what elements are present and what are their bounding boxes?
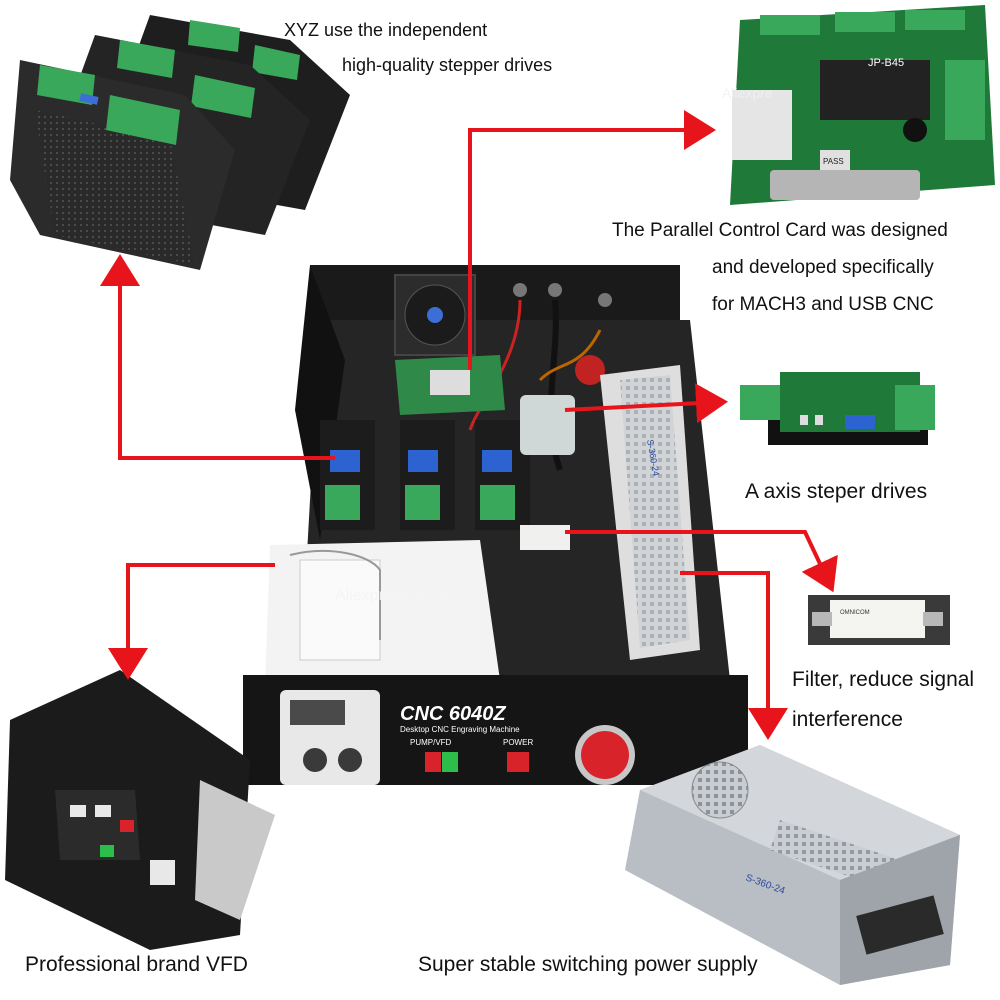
- arrow-to-power-supply: [680, 571, 788, 740]
- arrow-to-a-axis-driver: [564, 383, 728, 424]
- arrow-to-stepper-drivers: [100, 254, 335, 460]
- caption-card-line2: and developed specifically: [712, 257, 934, 278]
- caption-card-line1: The Parallel Control Card was designed: [612, 220, 948, 241]
- caption-card-line3: for MACH3 and USB CNC: [712, 294, 934, 315]
- power-label: POWER: [503, 738, 533, 747]
- filter-image: OMNICOM: [808, 595, 950, 645]
- panel-subtitle: Desktop CNC Engraving Machine: [400, 725, 520, 734]
- callout-arrows: [100, 110, 838, 740]
- caption-stepper-line2: high-quality stepper drives: [342, 55, 553, 75]
- card-code-label: JP-B45: [868, 57, 904, 69]
- arrow-to-vfd: [108, 563, 275, 680]
- caption-stepper-line1: XYZ use the independent: [284, 20, 488, 40]
- vfd-image: [5, 670, 275, 950]
- card-pass-label: PASS: [823, 157, 844, 166]
- panel-model: CNC 6040Z: [400, 703, 506, 725]
- caption-filter-line2: interference: [792, 708, 903, 731]
- arrow-to-filter: [565, 530, 838, 593]
- pump-vfd-label: PUMP/VFD: [410, 738, 452, 747]
- a-axis-driver-image: [740, 372, 935, 445]
- caption-filter-line1: Filter, reduce signal: [792, 668, 975, 691]
- stepper-driver-front: [10, 60, 235, 270]
- stepper-drivers-image: [10, 15, 350, 270]
- caption-power-supply: Super stable switching power supply: [418, 953, 758, 976]
- filter-brand-label: OMNICOM: [840, 610, 870, 616]
- parallel-control-card-image: JP-B45 PASS Aliexpre: [722, 5, 995, 205]
- store-watermark: Aliexpress store: [335, 587, 449, 604]
- control-box-image: S-360-24 CNC 6040Z Desktop CNC Engraving…: [243, 265, 748, 785]
- caption-vfd: Professional brand VFD: [25, 953, 248, 976]
- power-supply-image: S-360-24: [625, 745, 960, 985]
- card-watermark: Aliexpre: [722, 85, 773, 101]
- caption-a-axis: A axis steper drives: [745, 480, 928, 503]
- arrow-to-control-card: [468, 110, 716, 370]
